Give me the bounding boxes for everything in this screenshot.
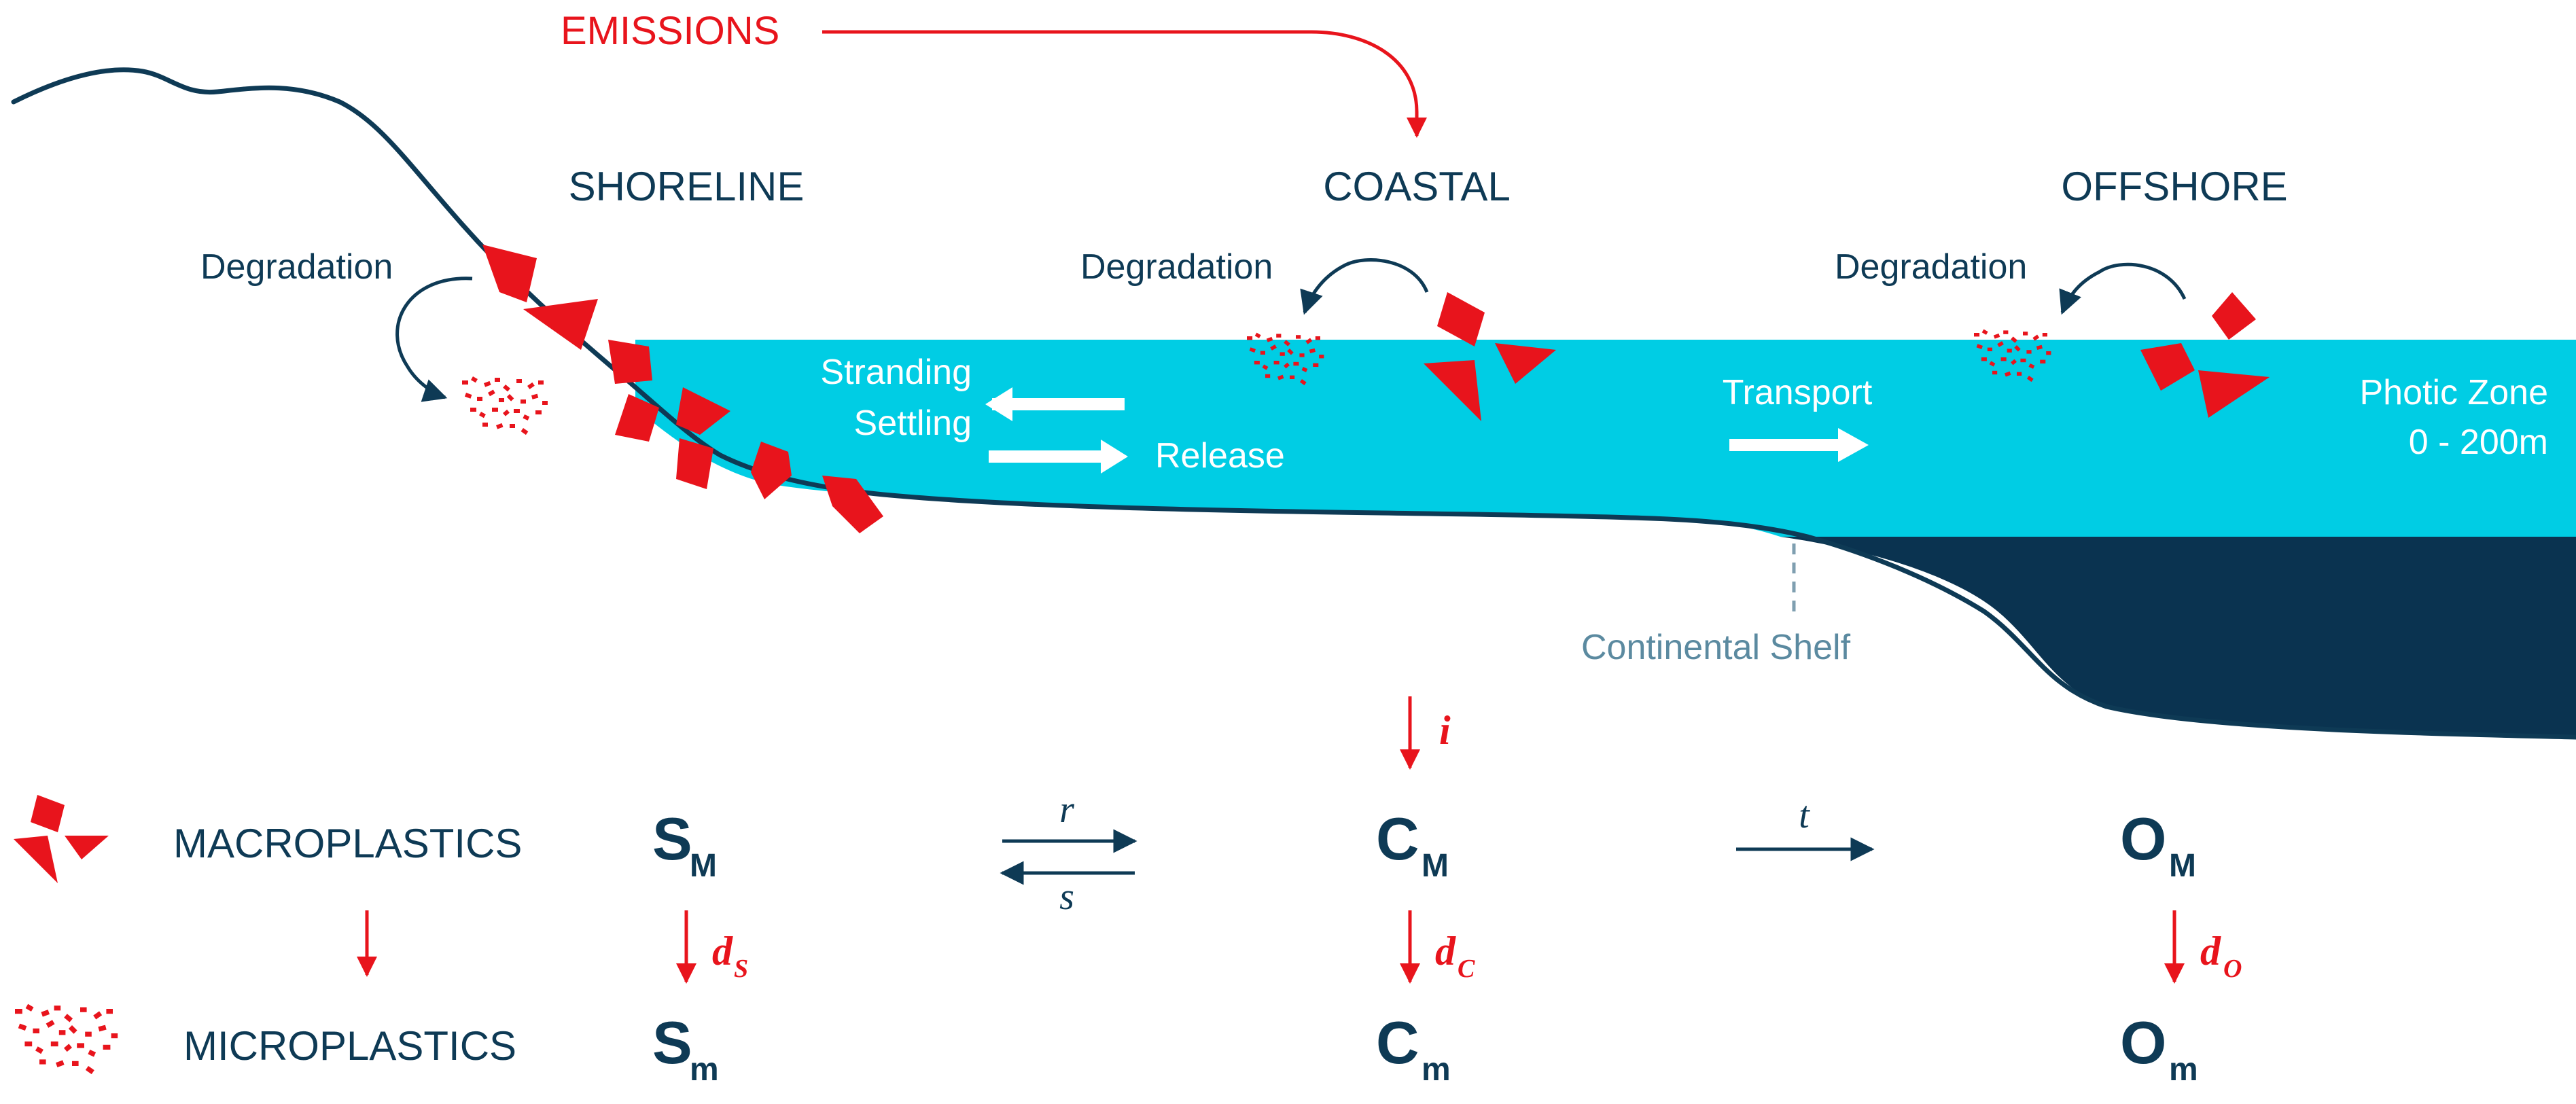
degradation-coastal-label: Degradation <box>1080 247 1273 287</box>
settling-arrowhead <box>985 387 1012 421</box>
settling-label: Settling <box>854 404 972 443</box>
transport-label: Transport <box>1723 373 1873 412</box>
S_M-base: S <box>652 805 692 872</box>
compartment-C_m: C m <box>1376 1009 1451 1088</box>
O_M-base: O <box>2120 805 2166 872</box>
coastline <box>11 67 2576 740</box>
rate-r-label: r <box>1059 789 1074 831</box>
shore-microplastics <box>462 376 548 435</box>
compartment-O_m: O m <box>2120 1009 2198 1088</box>
macroplastics-legend-icon <box>14 795 109 883</box>
compartment-S_m: S m <box>652 1009 719 1088</box>
compartment-O_M: O M <box>2120 805 2196 884</box>
rate-dc-base: d <box>1435 929 1456 974</box>
emissions-arrow <box>822 30 1427 138</box>
release-arrowhead <box>1101 440 1128 474</box>
degradation-shore-arrow <box>395 277 473 402</box>
rate-t-label: t <box>1799 794 1810 836</box>
O_m-sub: m <box>2169 1052 2198 1088</box>
rate-do-base: d <box>2200 929 2221 974</box>
offshore-macroplastics <box>2140 292 2270 418</box>
coastal-header: COASTAL <box>1323 164 1511 209</box>
stranding-label: Stranding <box>820 353 972 392</box>
degradation-coastal-arrow <box>1300 258 1429 315</box>
microplastics-label: MICROPLASTICS <box>183 1023 516 1069</box>
shore-macroplastics <box>482 245 883 533</box>
rate-ds-base: d <box>712 929 733 974</box>
photic-water <box>635 340 2576 537</box>
offshore-header: OFFSHORE <box>2061 164 2287 209</box>
macroplastics-label: MACROPLASTICS <box>173 821 522 866</box>
deep-ocean <box>1780 537 2576 737</box>
rate-s-label: s <box>1059 876 1074 918</box>
C_M-base: C <box>1376 805 1419 872</box>
rate-do-sub: O <box>2223 955 2242 983</box>
emissions-label: EMISSIONS <box>561 9 779 53</box>
photic-depth-label: 0 - 200m <box>2409 423 2548 462</box>
shoreline-header: SHORELINE <box>569 164 805 209</box>
rate-dc-label: d C <box>1435 929 1475 983</box>
degradation-offshore-arrow <box>2059 262 2187 315</box>
ocean-scene <box>11 67 2576 740</box>
photic-zone-label: Photic Zone <box>2360 373 2549 412</box>
S_m-sub: m <box>690 1052 719 1088</box>
degradation-offshore-label: Degradation <box>1835 247 2027 287</box>
O_M-sub: M <box>2169 848 2196 884</box>
C_M-sub: M <box>1422 848 1449 884</box>
compartment-S_M: S M <box>652 805 717 884</box>
microplastics-legend-icon <box>15 1003 118 1075</box>
C_m-sub: m <box>1422 1052 1451 1088</box>
rate-ds-label: d S <box>712 929 748 983</box>
release-label: Release <box>1155 436 1285 476</box>
rate-i-label: i <box>1439 708 1451 753</box>
O_m-base: O <box>2120 1009 2166 1076</box>
rate-ds-sub: S <box>734 955 748 983</box>
coastal-macroplastics <box>1424 292 1556 421</box>
C_m-base: C <box>1376 1009 1419 1076</box>
transport-arrowhead <box>1838 428 1869 462</box>
rate-do-label: d O <box>2200 929 2242 983</box>
degradation-shore-label: Degradation <box>200 247 393 287</box>
compartment-C_M: C M <box>1376 805 1449 884</box>
S_M-sub: M <box>690 848 717 884</box>
continental-shelf-label: Continental Shelf <box>1581 628 1851 667</box>
rate-dc-sub: C <box>1458 955 1475 983</box>
S_m-base: S <box>652 1009 692 1076</box>
